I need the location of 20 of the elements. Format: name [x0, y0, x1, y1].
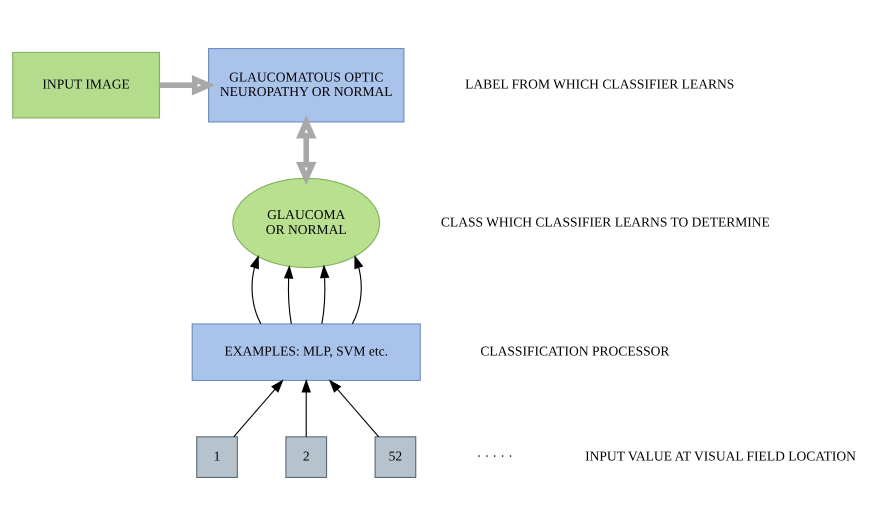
arrow: [352, 255, 364, 324]
node-box: 2: [285, 436, 328, 478]
node-box: INPUT IMAGE: [12, 52, 160, 118]
label: CLASS WHICH CLASSIFIER LEARNS TO DETERMINE: [440, 214, 770, 230]
arrow: [328, 379, 380, 438]
label: INPUT VALUE AT VISUAL FIELD LOCATION: [585, 448, 856, 464]
arrow: [296, 115, 316, 186]
arrow: [301, 378, 311, 437]
label: CLASSIFICATION PROCESSOR: [480, 344, 670, 359]
arrow: [160, 74, 216, 96]
node-box: 52: [374, 436, 416, 478]
arrow: [233, 379, 284, 438]
node-box: GLAUCOMATOUS OPTIC NEUROPATHY OR NORMAL: [208, 48, 404, 122]
label: LABEL FROM WHICH CLASSIFIER LEARNS: [465, 76, 734, 92]
node-box: 1: [196, 436, 238, 478]
arrow: [320, 264, 330, 324]
label: · · · · ·: [476, 448, 513, 464]
node-box: EXAMPLES: MLP, SVM etc.: [192, 323, 421, 381]
arrow: [250, 255, 262, 324]
arrow: [284, 265, 294, 324]
